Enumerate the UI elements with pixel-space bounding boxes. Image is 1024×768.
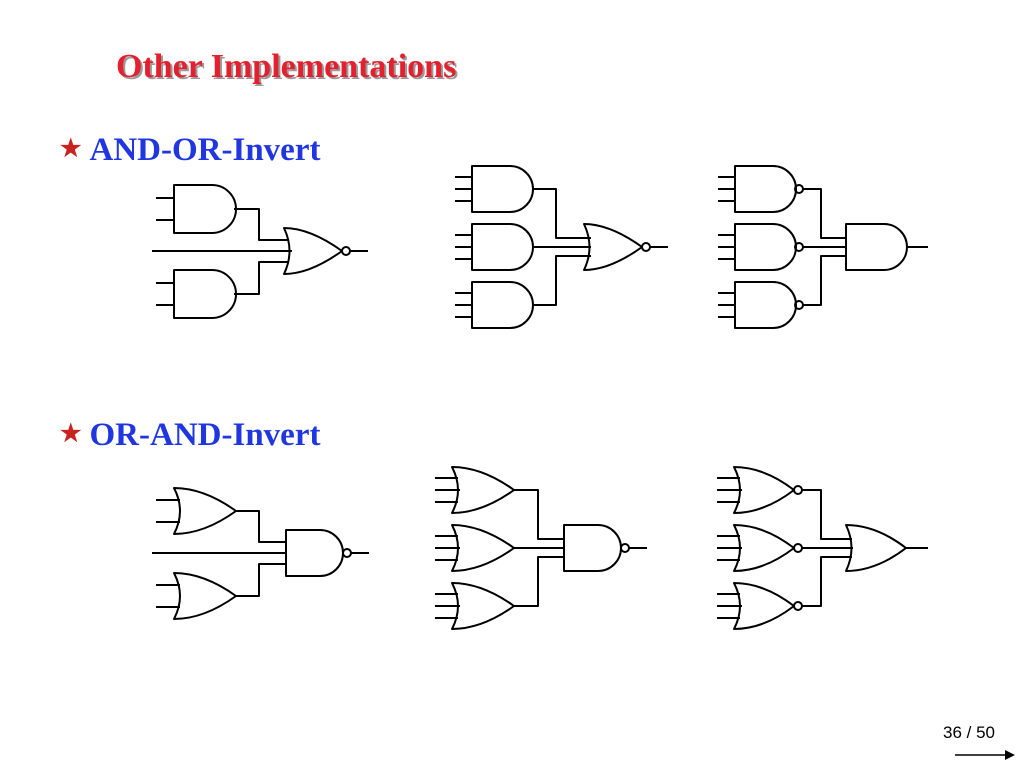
- logic-gate-diagrams: [152, 165, 928, 630]
- aoi-circuit-three-and-nor: [455, 165, 668, 329]
- oai-circuit-two-or-nand: [152, 487, 369, 620]
- and-gate: [156, 184, 237, 234]
- bullet-label: OR-AND-Invert: [89, 417, 321, 453]
- and-gate: [455, 165, 534, 213]
- oai-circuit-three-or-nand: [435, 466, 647, 630]
- and-gate: [845, 223, 928, 271]
- or-gate: [156, 487, 237, 535]
- bullet-and-or-invert: ★ AND-OR-Invert: [60, 132, 320, 169]
- wires: [803, 188, 846, 306]
- aoi-circuit-two-and-nor: [152, 184, 368, 319]
- wires: [152, 208, 292, 295]
- wires: [802, 489, 853, 607]
- wires: [514, 489, 564, 607]
- star-icon: ★: [60, 136, 82, 162]
- oai-circuit-three-nor-or: [717, 466, 928, 630]
- or-gate: [845, 524, 928, 572]
- nand-gate: [718, 165, 804, 213]
- nand-gate: [563, 524, 647, 572]
- bullet-label: AND-OR-Invert: [89, 132, 321, 168]
- and-gate: [455, 281, 534, 329]
- nor-gate: [283, 227, 368, 275]
- nor-gate: [717, 466, 803, 514]
- nand-gate: [285, 529, 369, 577]
- or-gate: [435, 524, 515, 572]
- or-gate: [435, 466, 515, 514]
- nor-gate: [717, 582, 803, 630]
- nand-gate: [718, 223, 804, 271]
- star-icon: ★: [60, 421, 82, 447]
- or-gate: [156, 572, 237, 620]
- and-gate: [455, 223, 534, 271]
- wires: [152, 510, 286, 597]
- next-slide-arrow-icon[interactable]: [955, 748, 1017, 762]
- slide-title: Other Implementations: [116, 48, 457, 85]
- wires: [532, 188, 591, 306]
- bullet-or-and-invert: ★ OR-AND-Invert: [60, 417, 320, 454]
- page-counter: 36 / 50: [943, 723, 995, 742]
- nor-gate: [583, 223, 668, 271]
- or-gate: [435, 582, 515, 630]
- nand-gate: [718, 281, 804, 329]
- aoi-circuit-three-nand-and: [718, 165, 928, 329]
- and-gate: [156, 269, 237, 319]
- nor-gate: [717, 524, 803, 572]
